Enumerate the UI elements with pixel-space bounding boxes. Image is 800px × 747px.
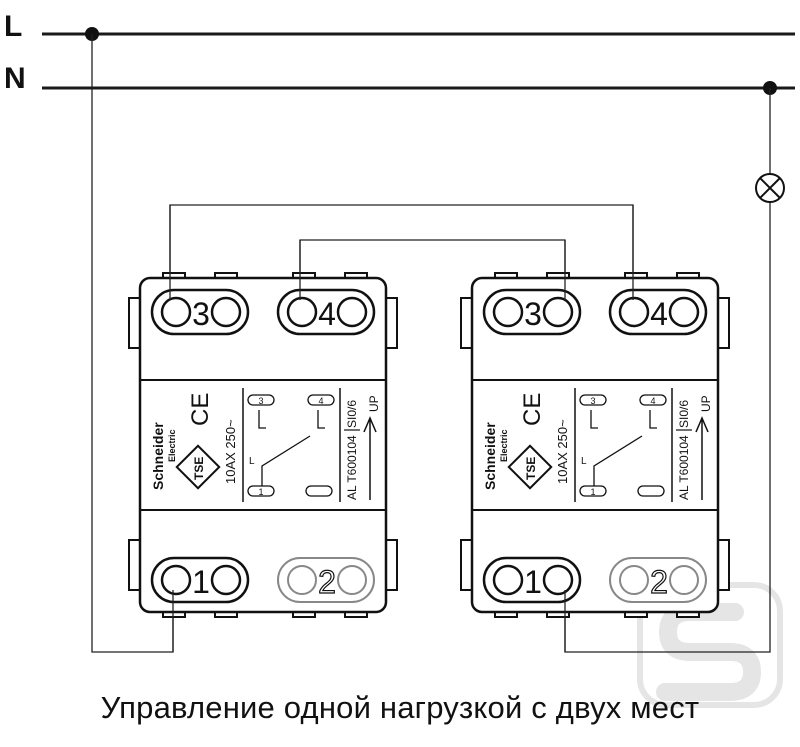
switch-1-code: SI0/6 [345, 400, 359, 428]
svg-text:3: 3 [192, 296, 210, 332]
svg-text:4: 4 [318, 296, 336, 332]
switch-2-up-label: UP [699, 395, 713, 412]
svg-text:4: 4 [318, 396, 323, 406]
switch-2-terminal-2: 2 [609, 557, 707, 603]
lamp-icon [755, 173, 785, 203]
switch-1-schematic: 3 4 1 L [247, 394, 335, 497]
switch-1-brand: Schneider [150, 422, 166, 490]
switch-1-terminal-2: 2 [277, 557, 375, 603]
svg-text:1: 1 [192, 564, 210, 600]
svg-text:4: 4 [650, 396, 655, 406]
switch-1: 3 4 1 2 Schneider Electric CE TSE [128, 272, 398, 618]
svg-text:L: L [581, 456, 587, 467]
switch-2-schematic: 3 4 1 L [579, 394, 667, 497]
svg-text:4: 4 [650, 296, 668, 332]
diagram-caption: Управление одной нагрузкой с двух мест [100, 690, 700, 725]
switch-2-code: SI0/6 [677, 400, 691, 428]
switch-1-up-arrow-icon [363, 416, 377, 500]
switch-1-terminal-3: 3 [150, 288, 250, 336]
switch-1-terminal-4: 4 [276, 288, 376, 336]
line-label-n: N [4, 62, 26, 95]
svg-text:L: L [249, 456, 255, 467]
switch-1-brand-sub: Electric [167, 429, 177, 462]
switch-2-rating: 10AX 250~ [555, 419, 570, 484]
svg-text:2: 2 [650, 564, 668, 600]
switch-2-terminal-1: 1 [482, 556, 582, 604]
switch-2-terminal-4: 4 [608, 288, 708, 336]
switch-2-tse-mark: TSE [507, 444, 553, 490]
svg-text:3: 3 [524, 296, 542, 332]
switch-1-up-label: UP [367, 395, 381, 412]
switch-1-model: AL T600104 [345, 435, 359, 500]
svg-text:1: 1 [524, 564, 542, 600]
switch-2-body [470, 276, 720, 614]
switch-1-body [138, 276, 388, 614]
switch-2-model: AL T600104 [677, 435, 691, 500]
svg-text:3: 3 [590, 396, 595, 406]
switch-1-terminal-1: 1 [150, 556, 250, 604]
switch-2-up-arrow-icon [695, 416, 709, 500]
svg-text:TSE: TSE [192, 457, 206, 480]
switch-2: 3 4 1 2 Schneider Electric CE TSE 10AX 2… [460, 272, 730, 618]
wire-ends [169, 205, 634, 652]
line-label-l: L [4, 10, 22, 43]
svg-text:TSE: TSE [524, 457, 538, 480]
switch-1-tse-mark: TSE [175, 444, 221, 490]
svg-text:1: 1 [590, 487, 595, 497]
switch-2-ce-mark: CE [519, 393, 546, 426]
switch-2-terminal-3: 3 [482, 288, 582, 336]
switch-1-rating: 10AX 250~ [223, 419, 238, 484]
svg-text:3: 3 [258, 396, 263, 406]
switch-2-brand: Schneider [482, 422, 498, 490]
switch-2-brand-sub: Electric [499, 429, 509, 462]
svg-text:2: 2 [318, 564, 336, 600]
svg-text:1: 1 [258, 487, 263, 497]
switch-1-ce-mark: CE [187, 393, 214, 426]
